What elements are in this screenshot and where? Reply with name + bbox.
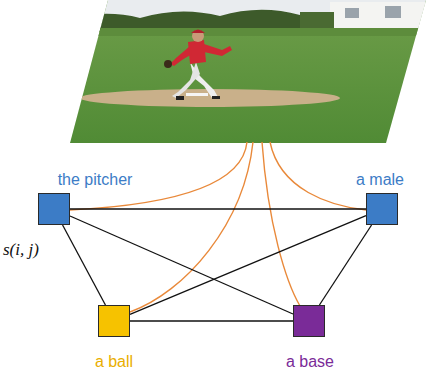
photo	[60, 0, 436, 150]
relation-edge	[70, 208, 366, 209]
relation-edge	[130, 320, 293, 321]
relation-edge	[63, 225, 106, 305]
attention-curves	[70, 142, 366, 312]
node-label: a male	[356, 171, 404, 189]
entity-node	[38, 193, 70, 225]
relation-edge	[70, 216, 293, 314]
similarity-label: s(i, j)	[2, 240, 40, 260]
entity-node	[366, 193, 398, 225]
entity-node	[98, 305, 130, 337]
relation-edge	[130, 216, 366, 315]
relation-edge	[319, 225, 371, 305]
entity-node	[293, 305, 325, 337]
node-label: a ball	[95, 353, 133, 371]
node-label: a base	[286, 353, 334, 371]
node-label: the pitcher	[58, 171, 133, 189]
